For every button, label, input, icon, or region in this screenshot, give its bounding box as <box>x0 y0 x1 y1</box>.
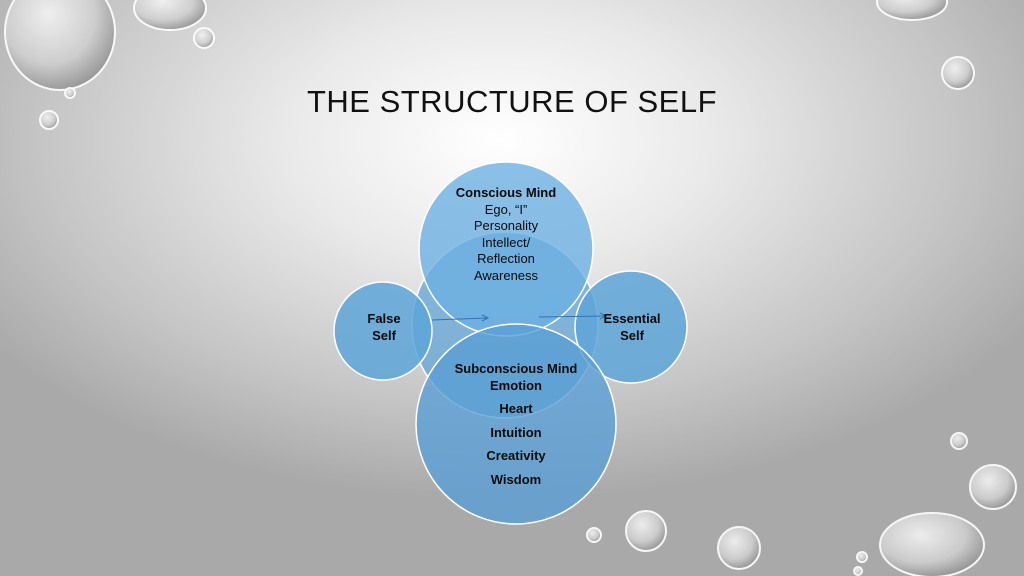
false-self-label: False Self <box>344 311 424 344</box>
arrow-left <box>431 317 488 321</box>
conscious-line: Personality <box>473 218 539 233</box>
slide-title: THE STRUCTURE OF SELF <box>306 84 718 119</box>
subconscious-line: Wisdom <box>490 471 542 487</box>
subconscious-mind-label: Subconscious Mind Emotion Heart Intuitio… <box>431 361 601 488</box>
essential-self-label: Essential Self <box>592 311 672 344</box>
conscious-line: Intellect/ <box>481 234 531 250</box>
conscious-line: Ego, “I” <box>484 201 528 217</box>
subconscious-line: Emotion <box>490 377 542 393</box>
conscious-line: Reflection <box>477 251 535 266</box>
subconscious-line: Creativity <box>486 448 546 463</box>
venn-diagram <box>333 161 688 525</box>
false-self-line1: False <box>367 311 401 326</box>
arrows <box>431 312 608 322</box>
subconscious-line: Intuition <box>490 424 542 440</box>
false-self-circle <box>333 281 433 381</box>
false-self-line2: Self <box>372 327 396 343</box>
subconscious-line: Heart <box>499 401 533 416</box>
arrow-right <box>538 315 606 318</box>
conscious-mind-label: Conscious Mind Ego, “I” Personality Inte… <box>426 185 586 284</box>
subconscious-mind-circle <box>415 323 617 525</box>
water-drops <box>4 0 1017 576</box>
conscious-mind-heading: Conscious Mind <box>455 185 557 200</box>
essential-self-line1: Essential <box>603 311 661 326</box>
essential-self-line2: Self <box>620 327 644 343</box>
conscious-line: Awareness <box>473 267 539 283</box>
subconscious-mind-heading: Subconscious Mind <box>454 361 578 376</box>
essential-self-circle <box>574 270 688 384</box>
